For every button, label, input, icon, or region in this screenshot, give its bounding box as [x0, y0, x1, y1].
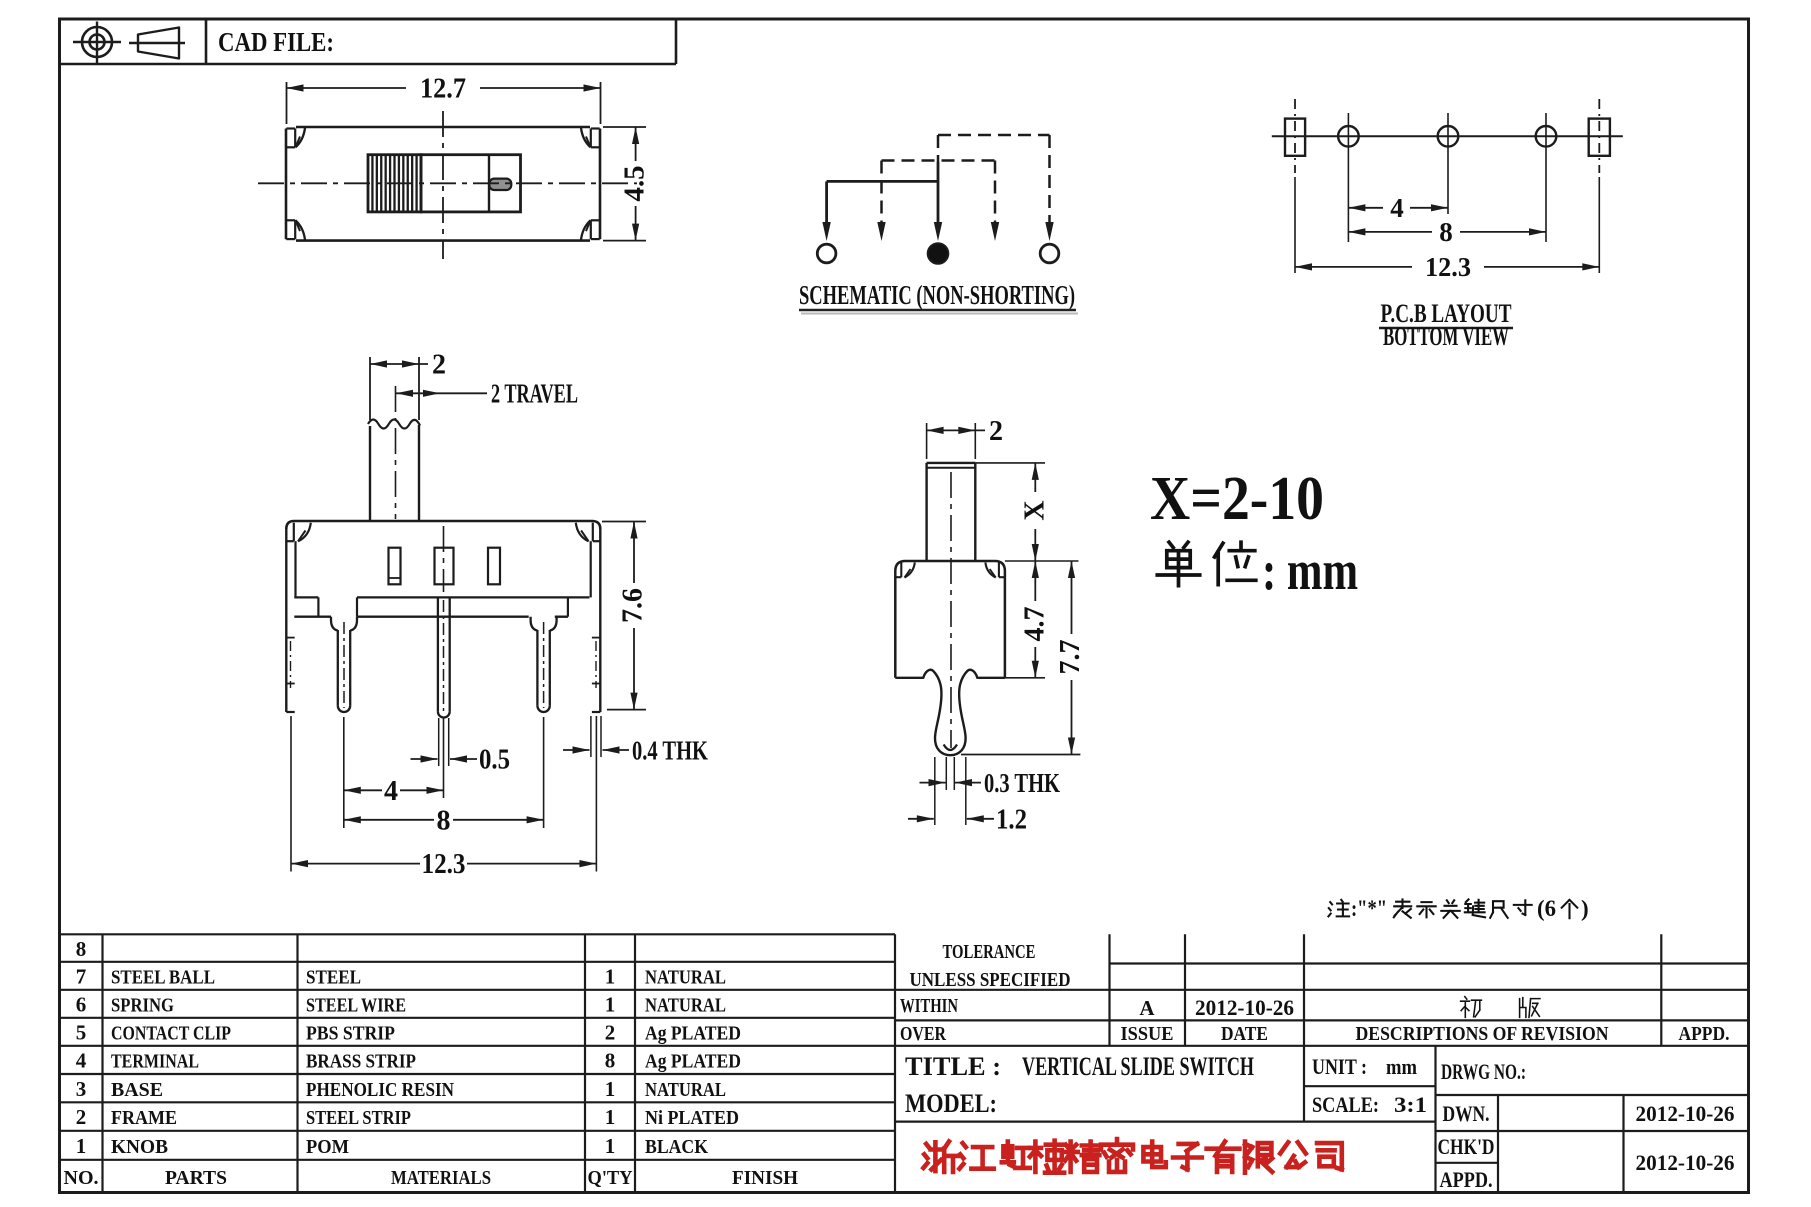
svg-text:5: 5	[76, 1021, 87, 1045]
svg-text:Ag PLATED: Ag PLATED	[645, 1023, 741, 1045]
svg-text:SCHEMATIC (NON-SHORTING): SCHEMATIC (NON-SHORTING)	[799, 280, 1075, 310]
svg-text:TERMINAL: TERMINAL	[111, 1051, 199, 1073]
svg-text:SPRING: SPRING	[111, 995, 174, 1017]
svg-text:Ag PLATED: Ag PLATED	[645, 1051, 741, 1073]
svg-text:2012-10-26: 2012-10-26	[1195, 995, 1294, 1020]
svg-text:6: 6	[76, 993, 87, 1017]
svg-text:8: 8	[76, 937, 87, 961]
svg-text:BLACK: BLACK	[645, 1136, 708, 1158]
svg-text:0.5: 0.5	[479, 745, 510, 776]
svg-text:DWN.: DWN.	[1443, 1101, 1490, 1126]
svg-text:8: 8	[437, 805, 451, 836]
svg-text:VERTICAL SLIDE SWITCH: VERTICAL SLIDE SWITCH	[1022, 1052, 1254, 1081]
svg-text:4: 4	[384, 776, 398, 807]
svg-text:2012-10-26: 2012-10-26	[1636, 1150, 1735, 1175]
svg-text:2: 2	[432, 350, 446, 381]
svg-text:4.5: 4.5	[619, 165, 651, 201]
svg-text:PBS STRIP: PBS STRIP	[306, 1023, 395, 1045]
svg-text:STEEL BALL: STEEL BALL	[111, 967, 215, 989]
svg-text:1: 1	[605, 993, 616, 1017]
svg-text:APPD.: APPD.	[1679, 1023, 1730, 1045]
svg-text:APPD.: APPD.	[1440, 1167, 1493, 1192]
svg-text:TITLE :: TITLE :	[905, 1052, 1001, 1081]
svg-text:8: 8	[605, 1049, 616, 1073]
svg-text:NATURAL: NATURAL	[645, 995, 726, 1017]
svg-text:7.7: 7.7	[1055, 640, 1086, 675]
svg-text:8: 8	[1439, 217, 1453, 247]
svg-text:Ni PLATED: Ni PLATED	[645, 1107, 739, 1129]
svg-text::"*": :"*"	[1351, 896, 1387, 921]
svg-text:CAD FILE:: CAD FILE:	[218, 27, 334, 57]
svg-text:TOLERANCE: TOLERANCE	[943, 941, 1036, 963]
svg-text:STEEL WIRE: STEEL WIRE	[306, 995, 406, 1017]
svg-text:PHENOLIC RESIN: PHENOLIC RESIN	[306, 1079, 454, 1101]
svg-text:1: 1	[605, 1077, 616, 1101]
svg-text:STEEL: STEEL	[306, 967, 361, 989]
svg-text:BASE: BASE	[111, 1079, 163, 1101]
svg-text:1: 1	[605, 965, 616, 989]
svg-text:2: 2	[76, 1105, 87, 1129]
svg-text:UNLESS SPECIFIED: UNLESS SPECIFIED	[910, 969, 1071, 991]
svg-text:DATE: DATE	[1221, 1023, 1268, 1045]
svg-text:MATERIALS: MATERIALS	[391, 1167, 491, 1189]
svg-text:X=2-10: X=2-10	[1150, 465, 1324, 533]
svg-text:7.6: 7.6	[618, 588, 649, 623]
svg-text:1: 1	[605, 1134, 616, 1158]
svg-text:NATURAL: NATURAL	[645, 967, 726, 989]
svg-text:PARTS: PARTS	[165, 1167, 227, 1189]
svg-text:FRAME: FRAME	[111, 1107, 177, 1129]
svg-text:BRASS STRIP: BRASS STRIP	[306, 1051, 416, 1073]
svg-text:12.3: 12.3	[422, 849, 466, 880]
svg-text:KNOB: KNOB	[111, 1136, 168, 1158]
svg-text:0.3 THK: 0.3 THK	[984, 768, 1060, 798]
svg-text:UNIT :: UNIT :	[1312, 1054, 1367, 1079]
svg-text:2012-10-26: 2012-10-26	[1636, 1101, 1735, 1126]
svg-text:4: 4	[76, 1049, 87, 1073]
svg-text:MODEL:: MODEL:	[905, 1089, 997, 1118]
svg-text:1: 1	[76, 1134, 87, 1158]
svg-text:WITHIN: WITHIN	[900, 995, 958, 1017]
svg-text:BOTTOM VIEW: BOTTOM VIEW	[1383, 322, 1509, 351]
svg-text:2: 2	[605, 1021, 616, 1045]
svg-text:POM: POM	[306, 1136, 349, 1158]
svg-text:): )	[1581, 896, 1589, 921]
svg-text:DESCRIPTIONS OF REVISION: DESCRIPTIONS OF REVISION	[1356, 1023, 1609, 1045]
svg-text:4: 4	[1390, 193, 1404, 223]
svg-text:mm: mm	[1386, 1054, 1417, 1079]
svg-text:CHK'D: CHK'D	[1438, 1134, 1495, 1159]
svg-text:SCALE:: SCALE:	[1312, 1092, 1379, 1117]
svg-text:OVER: OVER	[900, 1023, 946, 1045]
svg-text:A: A	[1139, 996, 1155, 1020]
svg-text:3:1: 3:1	[1394, 1092, 1427, 1117]
svg-text:1: 1	[605, 1105, 616, 1129]
svg-text:P.C.B LAYOUT: P.C.B LAYOUT	[1381, 299, 1512, 328]
svg-text:(6: (6	[1537, 896, 1556, 921]
svg-text:Q'TY: Q'TY	[588, 1167, 634, 1189]
svg-text:ISSUE: ISSUE	[1121, 1023, 1174, 1045]
svg-text:: mm: : mm	[1262, 540, 1358, 602]
svg-text:1.2: 1.2	[996, 804, 1027, 835]
svg-text:4.7: 4.7	[1020, 607, 1051, 642]
svg-text:3: 3	[76, 1077, 87, 1101]
svg-text:FINISH: FINISH	[732, 1167, 798, 1189]
svg-text:0.4 THK: 0.4 THK	[632, 736, 708, 766]
svg-text:X: X	[1020, 500, 1051, 520]
svg-text:2: 2	[989, 416, 1003, 447]
svg-text:STEEL STRIP: STEEL STRIP	[306, 1107, 411, 1129]
svg-text:CONTACT CLIP: CONTACT CLIP	[111, 1023, 231, 1045]
svg-text:7: 7	[76, 965, 87, 989]
svg-text:NATURAL: NATURAL	[645, 1079, 726, 1101]
svg-text:12.3: 12.3	[1425, 252, 1471, 282]
svg-text:DRWG NO.:: DRWG NO.:	[1441, 1059, 1526, 1084]
svg-text:12.7: 12.7	[420, 73, 466, 105]
svg-text:NO.: NO.	[64, 1167, 99, 1189]
svg-text:2 TRAVEL: 2 TRAVEL	[491, 379, 578, 409]
